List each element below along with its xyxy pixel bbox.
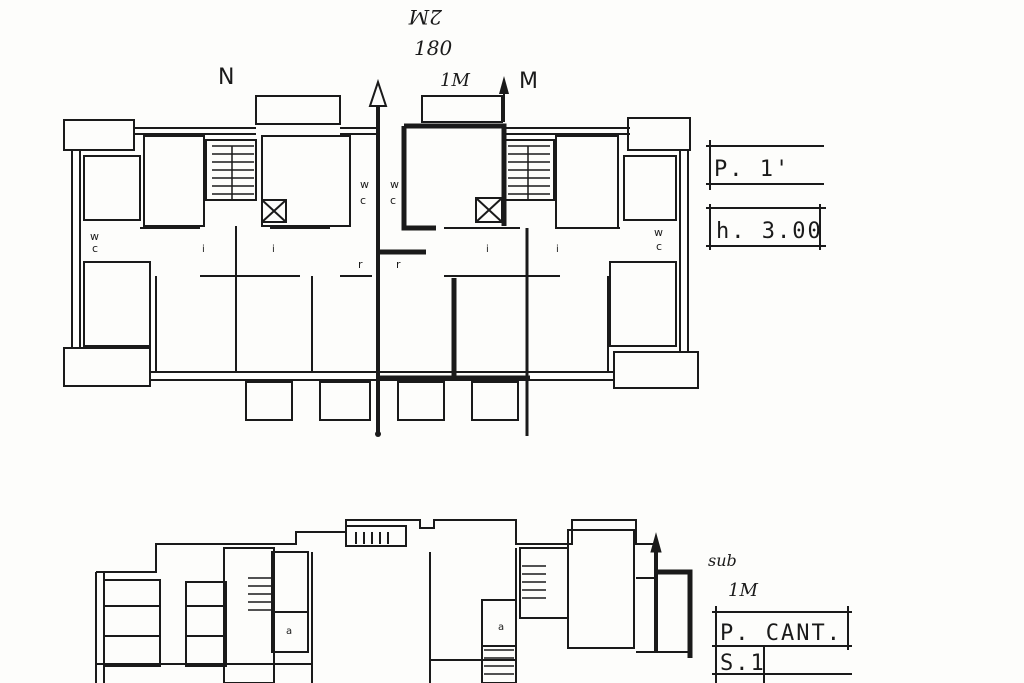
balconies bbox=[245, 381, 519, 421]
wc-c-1: c bbox=[360, 194, 366, 207]
room-i-1: i bbox=[202, 244, 205, 255]
label-p1-box: P. 1' bbox=[706, 140, 824, 190]
floor-label-p1: P. 1' bbox=[714, 157, 790, 182]
section-arrow-left bbox=[368, 78, 388, 437]
section-arrow-right bbox=[499, 76, 529, 436]
label-s1-box: S.1 bbox=[712, 646, 852, 683]
height-label: h. 3.00 bbox=[716, 219, 823, 244]
note-2m: 2M bbox=[408, 5, 443, 29]
interior-walls bbox=[83, 135, 677, 372]
stair-r-2: r bbox=[396, 258, 401, 271]
wc-c-4: c bbox=[656, 240, 662, 253]
wc-w-2: w bbox=[390, 178, 399, 191]
note-1m-lower: 1M bbox=[728, 580, 758, 601]
highlighted-cellar bbox=[636, 532, 693, 658]
marker-n: N bbox=[218, 65, 234, 90]
wc-c-2: c bbox=[390, 194, 396, 207]
label-height-box: h. 3.00 bbox=[706, 204, 826, 250]
wc-labels: w c w c w c w c r r i i i i bbox=[90, 178, 663, 271]
label-cantina-box: P. CANT. bbox=[712, 606, 852, 683]
sub-label-s1: S.1 bbox=[720, 651, 766, 676]
room-a-1: a bbox=[286, 626, 292, 637]
wc-w-4: w bbox=[654, 226, 663, 239]
wc-w-3: w bbox=[90, 230, 99, 243]
outer-walls bbox=[63, 95, 699, 389]
note-sub: sub bbox=[708, 551, 737, 570]
note-1m-upper: 1M bbox=[440, 70, 470, 91]
marker-m: M bbox=[519, 69, 538, 94]
stair-left bbox=[212, 145, 254, 200]
highlighted-unit bbox=[380, 123, 530, 381]
stair-right bbox=[508, 145, 550, 200]
room-i-3: i bbox=[486, 244, 489, 255]
lower-stairs bbox=[248, 565, 546, 675]
lower-floor-plan: a a sub 1M P. CANT. S.1 bbox=[95, 519, 852, 683]
stair-r-1: r bbox=[358, 258, 363, 271]
upper-floor-plan: 2M 180 1M N M bbox=[63, 5, 826, 437]
wc-c-3: c bbox=[92, 242, 98, 255]
lift-left bbox=[261, 199, 287, 223]
note-180: 180 bbox=[414, 36, 452, 60]
lift-right bbox=[475, 197, 503, 223]
room-a-2: a bbox=[498, 622, 504, 633]
room-i-2: i bbox=[272, 244, 275, 255]
wc-w-1: w bbox=[360, 178, 369, 191]
room-i-4: i bbox=[556, 244, 559, 255]
floor-label-cant: P. CANT. bbox=[720, 621, 842, 646]
lower-outer-walls bbox=[95, 519, 658, 683]
